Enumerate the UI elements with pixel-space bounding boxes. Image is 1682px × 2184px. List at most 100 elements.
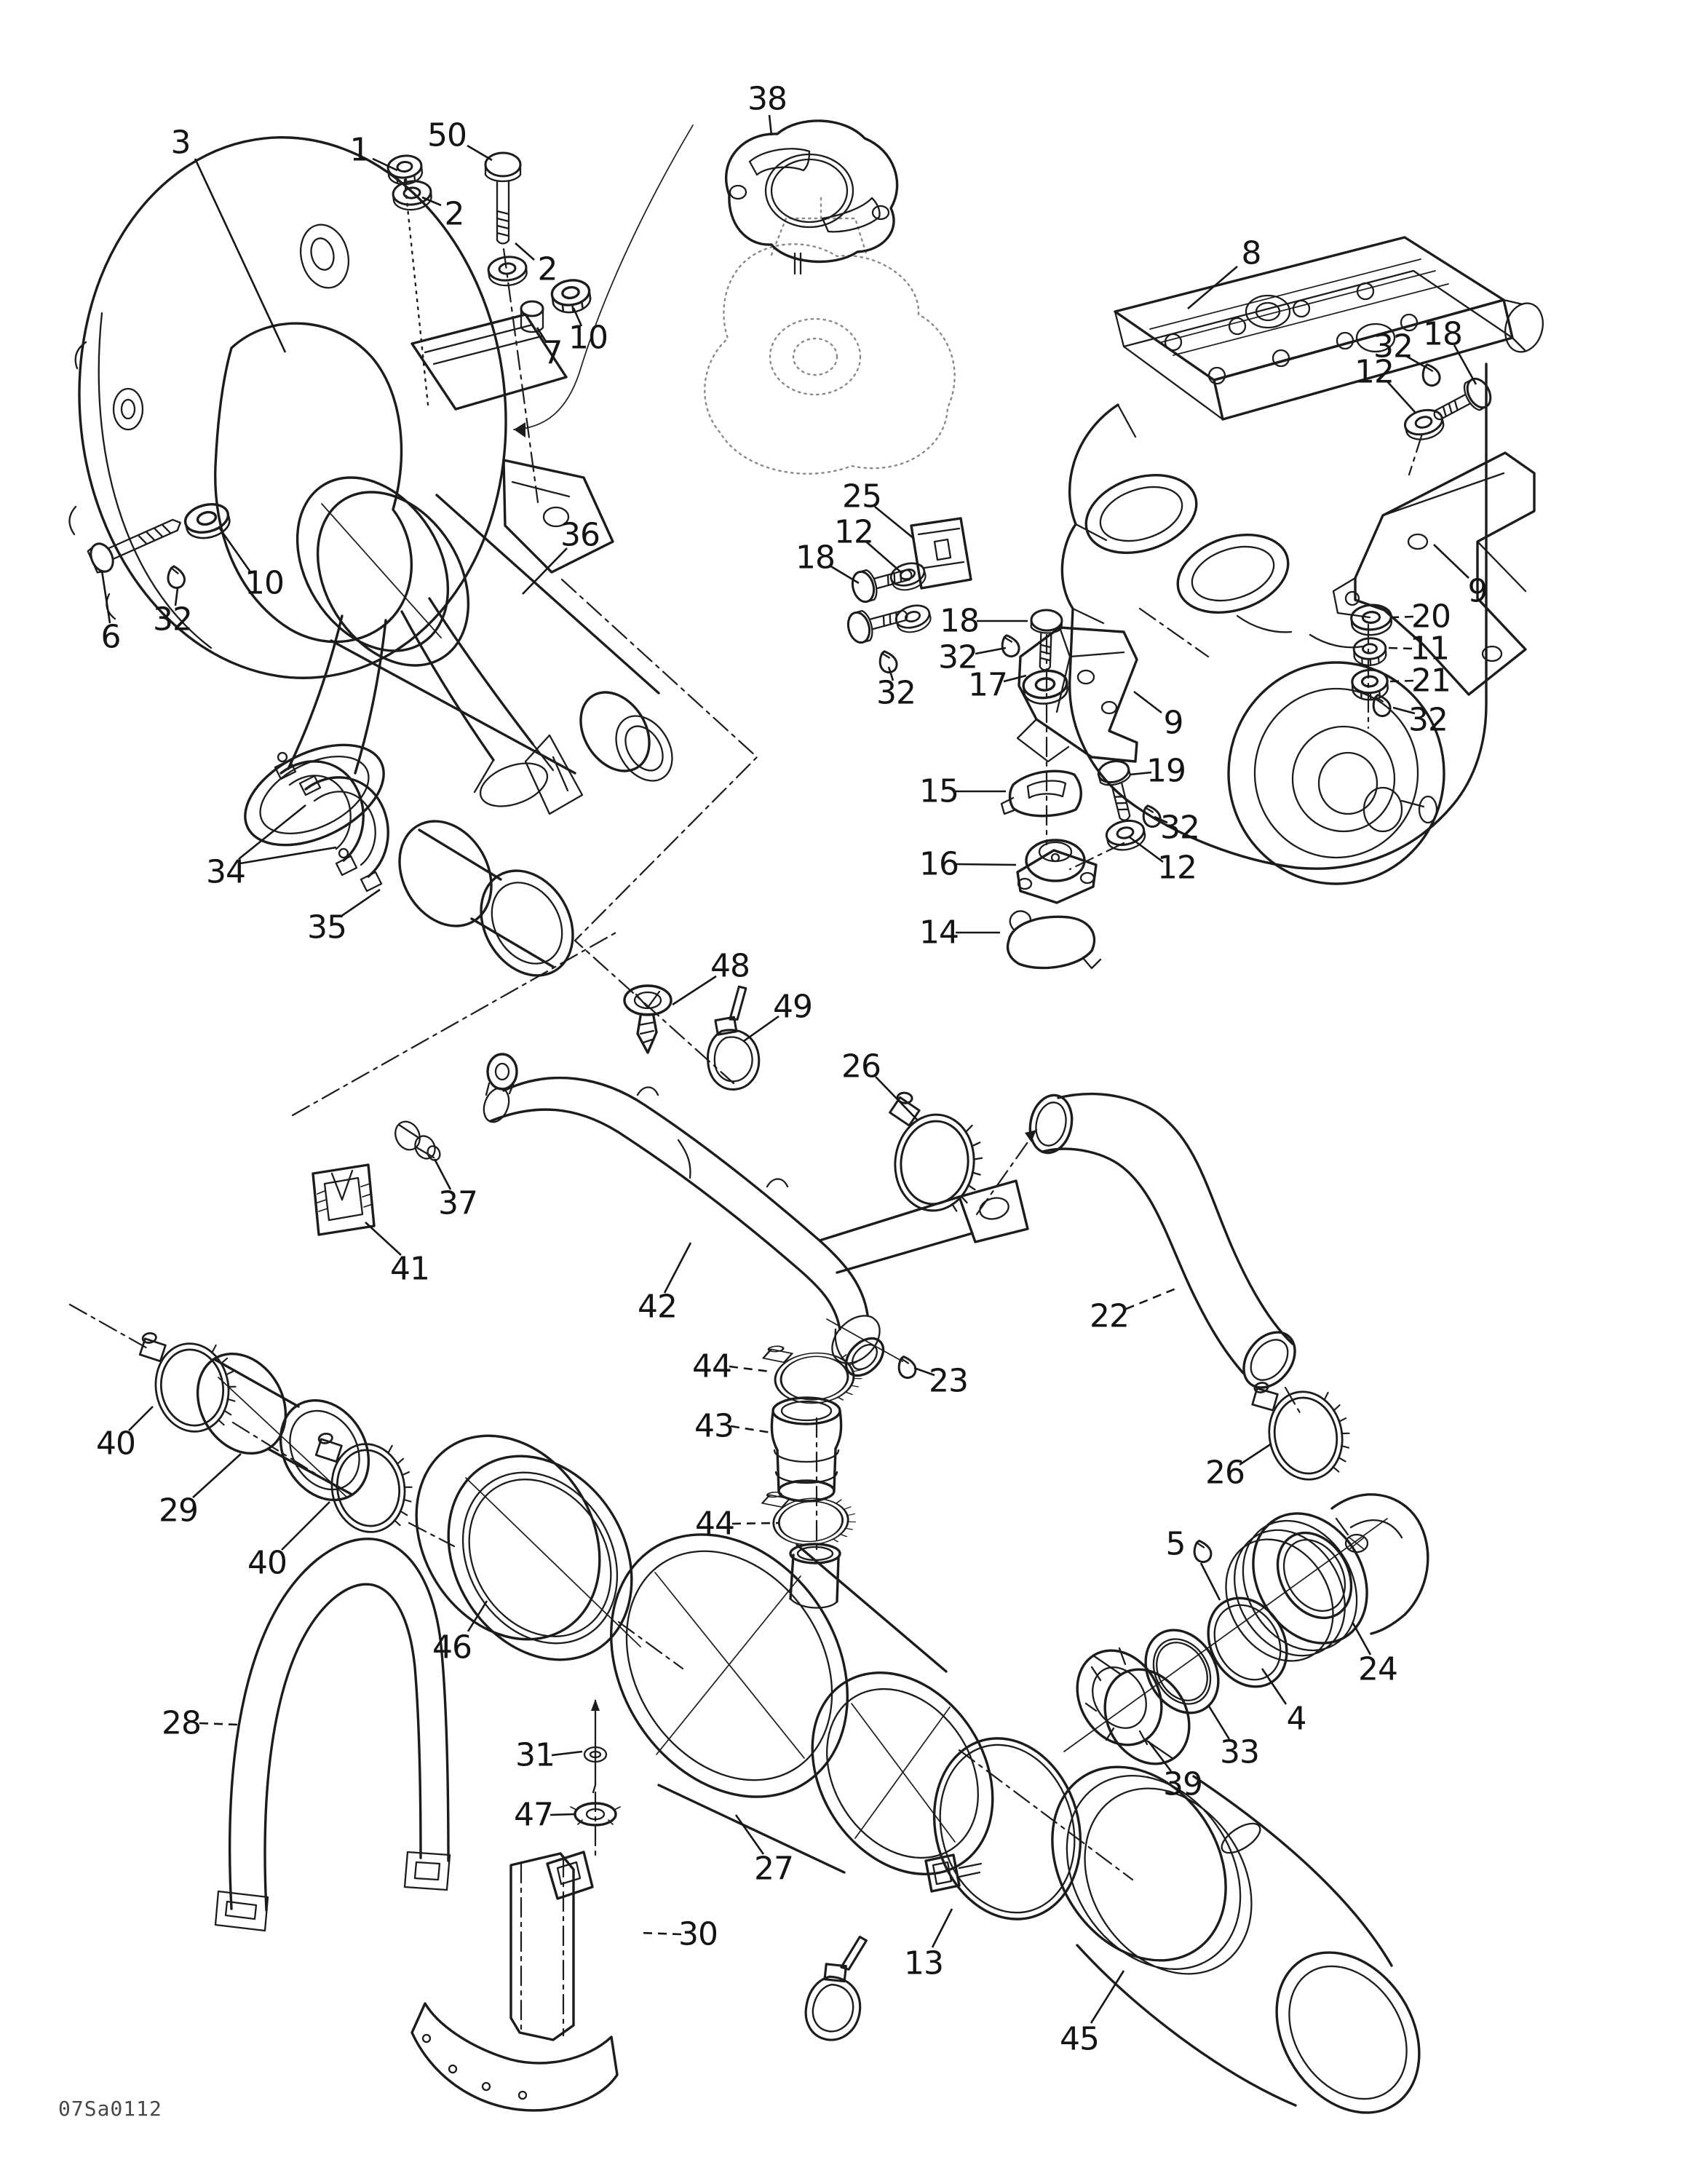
hose-clamp-44 <box>761 1339 864 1408</box>
callout-number-11: 11 <box>1410 630 1449 668</box>
clamp-halves <box>274 751 389 893</box>
retaining-ring <box>415 1434 641 1661</box>
callout-leader-32 <box>1392 706 1416 715</box>
callout-number-24: 24 <box>1358 1651 1397 1688</box>
callout-leader-31 <box>551 1750 583 1757</box>
hose-clamp-26 <box>1247 1366 1358 1489</box>
callout-leader-23 <box>913 1366 935 1377</box>
callout-number-32: 32 <box>1373 328 1413 365</box>
callout-leader-37 <box>433 1158 452 1190</box>
callout-number-44: 44 <box>695 1506 734 1543</box>
washer-12 <box>1401 405 1448 445</box>
callout-leader-18 <box>1453 344 1477 385</box>
callout-number-46: 46 <box>432 1629 472 1666</box>
callout-number-21: 21 <box>1411 662 1451 700</box>
callout-leader-24 <box>1351 1621 1372 1655</box>
callout-number-17: 17 <box>968 667 1007 704</box>
callout-number-6: 6 <box>101 619 121 656</box>
callout-number-32: 32 <box>1160 810 1199 847</box>
hose-clamp-40 <box>135 1318 243 1441</box>
callout-leader-5 <box>1199 1562 1221 1601</box>
callout-leader-2 <box>515 242 535 261</box>
callout-number-13: 13 <box>904 1945 943 1982</box>
cable-tie <box>801 1931 869 2044</box>
water-pipe <box>483 1053 1029 1377</box>
nut-11 <box>1352 636 1388 668</box>
callout-leader-1 <box>372 157 398 172</box>
callout-leader-12 <box>1129 836 1164 863</box>
callout-leader-32 <box>887 666 894 681</box>
callout-leader-34 <box>238 804 306 860</box>
callout-leader-28 <box>199 1722 238 1726</box>
rivet-32 <box>996 631 1023 661</box>
callout-leader-32 <box>174 587 179 606</box>
callout-number-28: 28 <box>162 1705 201 1742</box>
assembly-lines <box>68 124 1424 1881</box>
hardware-left <box>87 499 234 592</box>
callout-number-1: 1 <box>350 132 370 169</box>
callout-leader-44 <box>729 1365 771 1373</box>
callout-number-10: 10 <box>568 320 608 357</box>
outlet-elbow <box>1225 1493 1429 1662</box>
callout-number-33: 33 <box>1220 1734 1259 1771</box>
callout-leader-46 <box>467 1600 488 1632</box>
rivet-32 <box>163 563 189 592</box>
callout-number-27: 27 <box>754 1851 793 1888</box>
callout-number-12: 12 <box>1354 354 1394 391</box>
callout-number-49: 49 <box>773 989 812 1026</box>
callout-number-39: 39 <box>1163 1766 1202 1803</box>
muffler-bracket <box>410 1851 619 2112</box>
callout-number-40: 40 <box>247 1545 287 1582</box>
callout-leader-3 <box>194 158 287 353</box>
callout-number-10: 10 <box>245 565 284 602</box>
callout-leader-39 <box>1147 1741 1173 1772</box>
rubber-sleeve <box>398 820 574 977</box>
o-ring <box>1207 1597 1288 1688</box>
damper-plate <box>910 517 972 590</box>
callout-leader-32 <box>1404 354 1426 368</box>
support-strap <box>214 1538 451 1932</box>
callout-number-4: 4 <box>1287 1701 1306 1738</box>
callout-leader-32 <box>975 646 1007 655</box>
callout-number-5: 5 <box>1166 1526 1186 1563</box>
callout-leader-18 <box>829 564 860 585</box>
callout-leader-9 <box>1133 690 1162 714</box>
engine-support-bracket-right <box>1332 451 1536 696</box>
callout-leader-27 <box>734 1814 765 1855</box>
tuned-pipe-cone <box>295 476 673 815</box>
callout-number-45: 45 <box>1060 2021 1099 2058</box>
callout-leader-22 <box>1125 1286 1178 1310</box>
callout-leader-19 <box>1129 771 1152 776</box>
callout-number-47: 47 <box>514 1797 553 1834</box>
callout-leader-4 <box>1261 1668 1288 1705</box>
callout-number-12: 12 <box>834 514 873 551</box>
callout-number-29: 29 <box>159 1492 198 1530</box>
callout-number-19: 19 <box>1146 753 1186 790</box>
callout-leader-30 <box>640 1931 682 1936</box>
callout-leader-47 <box>550 1813 576 1816</box>
callout-leader-40 <box>281 1501 330 1551</box>
rivet-32 <box>1368 691 1395 721</box>
callout-number-40: 40 <box>96 1425 135 1463</box>
washer-20 <box>1349 602 1394 638</box>
rivet-5 <box>1189 1537 1215 1566</box>
hardware-top-left <box>386 151 593 333</box>
callout-number-7: 7 <box>543 335 563 372</box>
bolt-18 <box>848 558 917 606</box>
washer-12 <box>1103 816 1149 855</box>
resonator <box>1051 1765 1421 2114</box>
callout-leader-35 <box>340 888 381 918</box>
rivet-32 <box>874 647 901 677</box>
mount-shim <box>1000 769 1082 818</box>
washer-2 <box>485 253 529 289</box>
ring-nut <box>1076 1647 1191 1765</box>
hose-clamp-26 <box>878 1090 989 1216</box>
callout-leader-36 <box>522 547 568 595</box>
callout-leader-7 <box>536 327 547 342</box>
engine-support-bracket-mid <box>1016 626 1138 763</box>
callout-leader-45 <box>1090 1970 1125 2024</box>
callout-leader-17 <box>1003 674 1027 683</box>
callout-leader-25 <box>874 505 915 540</box>
